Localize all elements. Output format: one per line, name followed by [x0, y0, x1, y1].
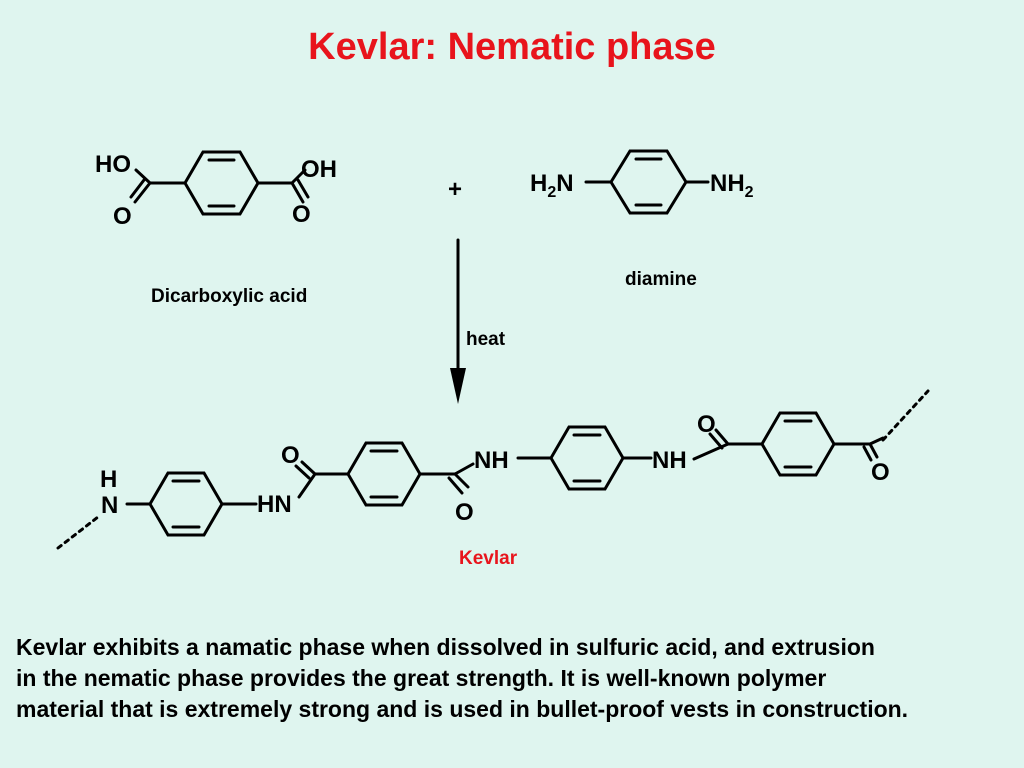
product-label: Kevlar	[459, 548, 518, 569]
amide-nh-label: NH	[474, 447, 509, 474]
reactant1-label: Dicarboxylic acid	[151, 286, 308, 307]
carbonyl-oxygen-label: O	[281, 442, 300, 469]
chain-end-right	[881, 389, 930, 442]
reaction-scheme: HO OH O O + H2N NH2 H N HN O NH O NH O O	[56, 149, 930, 550]
slide-title: Kevlar: Nematic phase	[308, 26, 716, 68]
description-line: in the nematic phase provides the great …	[16, 665, 827, 691]
reaction-condition: heat	[466, 329, 506, 350]
kevlar-structure	[56, 389, 930, 550]
hydroxyl-label: HO	[95, 151, 131, 178]
amide-hn-label: HN	[257, 491, 292, 518]
description-line: material that is extremely strong and is…	[16, 696, 909, 722]
arrow-head	[450, 368, 466, 404]
reactant2-label: diamine	[625, 269, 697, 290]
carbonyl-oxygen-label: O	[292, 201, 311, 228]
amine-left-label: H2N	[530, 170, 574, 201]
description-line: Kevlar exhibits a namatic phase when dis…	[16, 634, 875, 660]
amide-n-label: N	[101, 492, 118, 519]
amine-right-label: NH2	[710, 170, 754, 201]
diamine-structure	[584, 149, 710, 215]
carbonyl-oxygen-label: O	[697, 411, 716, 438]
chain-end-left	[56, 515, 100, 550]
carbonyl-oxygen-label: O	[871, 459, 890, 486]
description-text: Kevlar exhibits a namatic phase when dis…	[16, 632, 1016, 725]
amide-h-label: H	[100, 466, 117, 493]
hydroxyl-label: OH	[301, 156, 337, 183]
carbonyl-oxygen-label: O	[113, 203, 132, 230]
plus-sign: +	[448, 176, 462, 203]
dicarboxylic-acid-structure	[129, 150, 310, 216]
carbonyl-oxygen-label: O	[455, 499, 474, 526]
amide-nh-label: NH	[652, 447, 687, 474]
